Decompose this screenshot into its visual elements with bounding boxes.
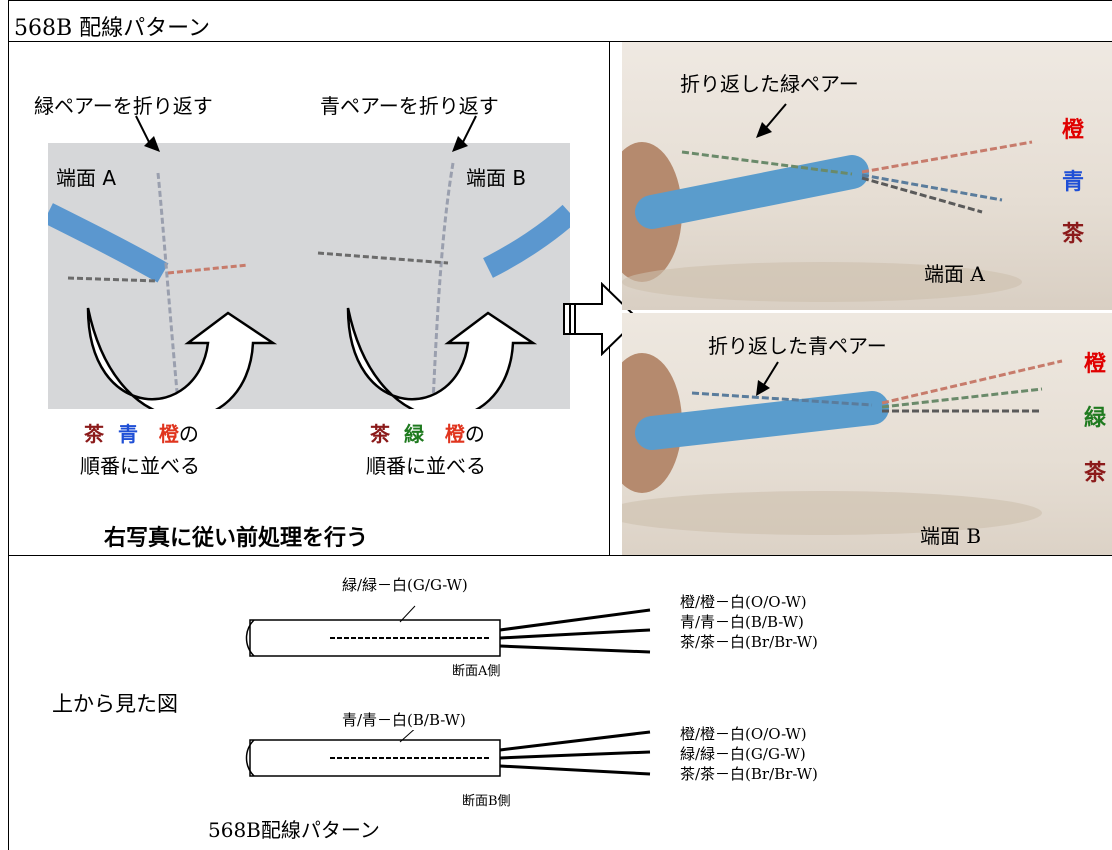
end-face-photo-left — [48, 143, 570, 409]
end-b-label: 端面 B — [466, 166, 527, 190]
end-b-photo-label: 端面 B — [920, 524, 982, 548]
title-divider — [8, 41, 1112, 42]
color-b-green: 緑 — [1084, 406, 1107, 431]
wiring-diagram-a — [245, 605, 651, 657]
pattern-caption: 568B配線パターン — [208, 818, 380, 842]
fold-blue-label: 青ペアーを折り返す — [320, 94, 499, 118]
wiring-diagram-b — [245, 730, 651, 777]
color-b-brown: 茶 — [1084, 461, 1107, 486]
pointer-arrow-photo-b — [756, 361, 779, 396]
order-a-line2: 順番に並べる — [80, 454, 200, 478]
diag-b-wire-2: 緑/緑－白(G/G-W) — [680, 745, 806, 763]
end-a-label: 端面 A — [56, 166, 117, 190]
page-title: 568B 配線パターン — [14, 16, 211, 41]
section-divider — [8, 555, 1112, 556]
border-top — [8, 0, 1112, 1]
color-a-brown: 茶 — [1062, 222, 1085, 247]
pointer-arrow-blue — [452, 115, 477, 152]
end-a-photo-label: 端面 A — [924, 262, 985, 286]
diag-a-fold-label: 緑/緑－白(G/G-W) — [342, 576, 468, 594]
page-frame — [8, 0, 1112, 850]
order-b-line2: 順番に並べる — [366, 454, 486, 478]
diag-b-wire-3: 茶/茶－白(Br/Br-W) — [680, 765, 818, 783]
color-a-blue: 青 — [1062, 170, 1085, 195]
diag-a-end-label: 断面A側 — [452, 664, 501, 679]
photo-end-a — [622, 42, 1112, 310]
diag-a-wire-1: 橙/橙－白(O/O-W) — [680, 593, 807, 611]
right-arrow-icon — [563, 282, 640, 356]
color-a-orange: 橙 — [1062, 118, 1085, 143]
fold-green-label: 緑ペアーを折り返す — [34, 94, 213, 118]
caption-fold-green: 折り返した緑ペアー — [680, 72, 859, 96]
diag-a-wire-2: 青/青－白(B/B-W) — [680, 613, 804, 631]
diag-a-wire-3: 茶/茶－白(Br/Br-W) — [680, 633, 818, 651]
caption-fold-blue: 折り返した青ペアー — [708, 334, 887, 358]
pointer-arrow-green — [135, 115, 160, 152]
pointer-arrow-photo-a — [756, 103, 787, 138]
order-b-line1: 茶 緑 橙の — [370, 422, 485, 446]
photo-end-b — [622, 313, 1112, 555]
end-face-illustration — [48, 162, 570, 409]
diag-b-end-label: 断面B側 — [462, 794, 511, 809]
top-view-label: 上から見た図 — [52, 692, 178, 716]
order-a-line1: 茶 青 橙の — [84, 422, 199, 446]
color-b-orange: 橙 — [1084, 352, 1107, 377]
instruction-text: 右写真に従い前処理を行う — [104, 526, 369, 551]
diag-b-wire-1: 橙/橙－白(O/O-W) — [680, 725, 807, 743]
diag-b-fold-label: 青/青－白(B/B-W) — [342, 711, 466, 729]
